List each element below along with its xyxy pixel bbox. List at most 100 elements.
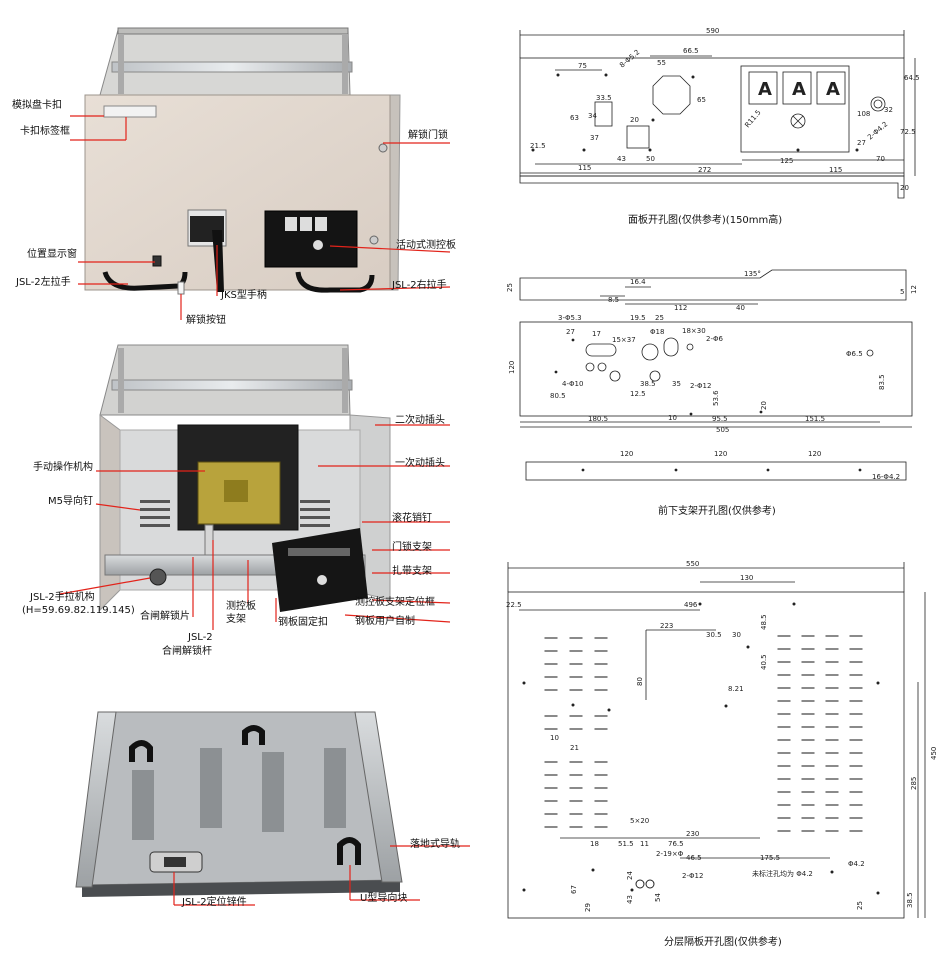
svg-text:65: 65 bbox=[697, 96, 706, 104]
svg-text:112: 112 bbox=[674, 304, 687, 312]
svg-text:2-Φ12: 2-Φ12 bbox=[690, 382, 711, 390]
svg-text:115: 115 bbox=[829, 166, 842, 174]
svg-text:505: 505 bbox=[716, 426, 729, 434]
svg-text:550: 550 bbox=[686, 560, 699, 568]
svg-text:53.6: 53.6 bbox=[712, 390, 720, 406]
label-unlock-button: 解锁按钮 bbox=[186, 315, 226, 326]
label-label-frame: 卡扣标签框 bbox=[20, 126, 70, 137]
steel-panel bbox=[272, 528, 368, 612]
svg-text:25: 25 bbox=[506, 283, 514, 292]
svg-text:223: 223 bbox=[660, 622, 673, 630]
svg-text:75: 75 bbox=[578, 62, 587, 70]
svg-text:未标注孔均为 Φ4.2: 未标注孔均为 Φ4.2 bbox=[752, 869, 813, 878]
svg-text:29: 29 bbox=[584, 903, 592, 912]
svg-text:16-Φ4.2: 16-Φ4.2 bbox=[872, 473, 900, 481]
svg-text:R11.5: R11.5 bbox=[743, 108, 762, 129]
svg-text:66.5: 66.5 bbox=[683, 47, 699, 55]
svg-text:285: 285 bbox=[910, 777, 918, 790]
label-door-lock: 解锁门锁 bbox=[408, 130, 448, 141]
svg-text:30.5: 30.5 bbox=[706, 631, 722, 639]
svg-text:2-19×Φ: 2-19×Φ bbox=[656, 850, 684, 858]
svg-text:Φ18: Φ18 bbox=[650, 328, 664, 336]
svg-text:21: 21 bbox=[570, 744, 579, 752]
label-closing-unlock-piece: 合闸解锁片 bbox=[140, 611, 190, 622]
left-handle-icon bbox=[102, 271, 188, 291]
label-panel-bracket-2: 支架 bbox=[226, 614, 246, 625]
label-jsl-mechanism-h: (H=59.69.82.119.145) bbox=[22, 605, 135, 616]
svg-text:2-Φ12: 2-Φ12 bbox=[682, 872, 703, 880]
svg-text:34: 34 bbox=[588, 112, 597, 120]
jks-handle-icon bbox=[212, 230, 224, 292]
svg-text:32: 32 bbox=[884, 106, 893, 114]
caption-panel-cutout: 面板开孔图(仅供参考)(150mm高) bbox=[628, 215, 783, 226]
svg-text:18: 18 bbox=[590, 840, 599, 848]
svg-text:76.5: 76.5 bbox=[668, 840, 684, 848]
svg-text:15×37: 15×37 bbox=[612, 336, 636, 344]
svg-text:40.5: 40.5 bbox=[760, 654, 768, 670]
drawing-partition-cutout bbox=[507, 562, 926, 919]
label-knurled-pin: 滚花销钉 bbox=[392, 513, 432, 524]
label-closing-rod: JSL-2 bbox=[188, 632, 213, 643]
label-position-window: 位置显示窗 bbox=[27, 249, 77, 260]
svg-text:4-Φ10: 4-Φ10 bbox=[562, 380, 583, 388]
svg-text:48.5: 48.5 bbox=[760, 614, 768, 630]
svg-text:95.5: 95.5 bbox=[712, 415, 728, 423]
svg-text:8.5: 8.5 bbox=[608, 296, 619, 304]
svg-text:8.21: 8.21 bbox=[728, 685, 744, 693]
svg-text:10: 10 bbox=[550, 734, 559, 742]
label-frame bbox=[103, 105, 157, 118]
svg-text:11: 11 bbox=[640, 840, 649, 848]
svg-text:19.5: 19.5 bbox=[630, 314, 646, 322]
svg-text:10: 10 bbox=[668, 414, 677, 422]
svg-text:70: 70 bbox=[876, 155, 885, 163]
svg-text:2-Φ6: 2-Φ6 bbox=[706, 335, 723, 343]
svg-text:115: 115 bbox=[578, 164, 591, 172]
drawing-panel-cutout bbox=[519, 30, 916, 199]
svg-text:64.5: 64.5 bbox=[904, 74, 920, 82]
label-u-block: U型导向块 bbox=[360, 893, 408, 904]
svg-text:A: A bbox=[826, 79, 840, 100]
svg-text:37: 37 bbox=[590, 134, 599, 142]
svg-text:46.5: 46.5 bbox=[686, 854, 702, 862]
caption-bracket-cutout: 前下支架开孔图(仅供参考) bbox=[658, 506, 776, 517]
svg-text:20: 20 bbox=[760, 401, 768, 410]
label-primary-plug: 一次动插头 bbox=[395, 458, 445, 469]
svg-text:12.5: 12.5 bbox=[630, 390, 646, 398]
svg-text:450: 450 bbox=[930, 747, 938, 760]
svg-text:496: 496 bbox=[684, 601, 698, 609]
partition-slots bbox=[544, 635, 863, 832]
svg-text:40: 40 bbox=[736, 304, 745, 312]
svg-text:12: 12 bbox=[910, 285, 918, 294]
svg-text:38.5: 38.5 bbox=[640, 380, 656, 388]
svg-text:24: 24 bbox=[626, 871, 634, 880]
svg-text:108: 108 bbox=[857, 110, 870, 118]
svg-text:125: 125 bbox=[780, 157, 793, 165]
svg-text:22.5: 22.5 bbox=[506, 601, 522, 609]
svg-text:80.5: 80.5 bbox=[550, 392, 566, 400]
svg-text:Φ4.2: Φ4.2 bbox=[848, 860, 865, 868]
caption-partition-cutout: 分层隔板开孔图(仅供参考) bbox=[664, 937, 782, 948]
label-left-handle: JSL-2左拉手 bbox=[16, 277, 71, 288]
label-manual-mechanism: 手动操作机构 bbox=[33, 462, 93, 473]
svg-text:120: 120 bbox=[808, 450, 821, 458]
svg-text:230: 230 bbox=[686, 830, 699, 838]
svg-text:63: 63 bbox=[570, 114, 579, 122]
svg-text:120: 120 bbox=[508, 361, 516, 374]
photo-drawer-base bbox=[75, 711, 403, 897]
svg-text:18×30: 18×30 bbox=[682, 327, 706, 335]
label-right-handle: JSL-2右拉手 bbox=[392, 280, 447, 291]
svg-text:A: A bbox=[758, 79, 772, 100]
svg-text:17: 17 bbox=[592, 330, 601, 338]
svg-text:27: 27 bbox=[566, 328, 575, 336]
drawing3-dimensions: 550 130 496 22.5 223 30.5 30 48.5 40.5 8… bbox=[506, 560, 938, 912]
label-door-lock-bracket: 门锁支架 bbox=[392, 542, 432, 553]
label-panel-bracket: 测控板 bbox=[226, 601, 256, 612]
svg-text:180.5: 180.5 bbox=[588, 415, 608, 423]
label-floor-rail: 落地式导轨 bbox=[410, 839, 460, 850]
position-window bbox=[152, 255, 162, 267]
svg-text:72.5: 72.5 bbox=[900, 128, 916, 136]
svg-text:35: 35 bbox=[672, 380, 681, 388]
label-jks-handle: JKS型手柄 bbox=[221, 290, 267, 301]
svg-text:5: 5 bbox=[900, 288, 904, 296]
